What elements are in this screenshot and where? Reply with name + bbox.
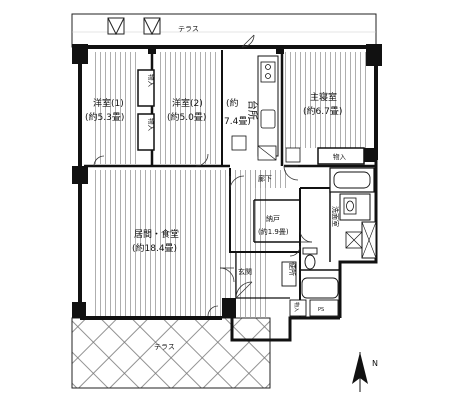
kitchen xyxy=(231,55,279,161)
terrace-top: テラス xyxy=(71,13,377,48)
sink-icon xyxy=(260,109,276,129)
western-room-2-floor xyxy=(156,52,218,164)
washbasin-icon xyxy=(343,197,357,215)
columns xyxy=(72,44,382,318)
toilet-label: 便所 xyxy=(288,262,297,276)
stove-icon xyxy=(260,61,276,83)
fridge-icon xyxy=(257,145,277,161)
pantry-label: 納戸 xyxy=(266,214,280,223)
toilet-room xyxy=(301,247,339,299)
storage-closet-3-label: 物入 xyxy=(333,152,347,161)
washroom xyxy=(339,193,377,259)
storage-closet-3 xyxy=(317,147,365,165)
pipe-space-label: PS xyxy=(318,307,324,313)
master-bedroom-area: (約6.7畳) xyxy=(303,105,342,117)
pantry-area: (約1.9畳) xyxy=(258,227,289,236)
terrace-bottom: テラス xyxy=(71,317,271,389)
north-arrow-icon xyxy=(352,352,368,392)
western-room-1-label: 洋室(1) xyxy=(93,97,124,109)
entrance xyxy=(235,252,339,317)
entrance-label: 玄関 xyxy=(238,267,252,276)
kitchen-area-2: 7.4畳) xyxy=(224,116,251,127)
kitchen-area-1: (約 xyxy=(226,97,239,109)
north-label: N xyxy=(372,359,378,368)
western-room-1-floor xyxy=(92,52,138,164)
storage-closet-2 xyxy=(137,113,155,151)
storage-closet-1 xyxy=(137,69,155,107)
washing-machine-icon xyxy=(345,231,363,249)
hall-label: 廊下 xyxy=(258,174,272,183)
storage-closet-2-label: 物入 xyxy=(147,118,156,132)
storage-closet-1-label: 物入 xyxy=(147,74,156,88)
appliance-icon xyxy=(285,147,301,163)
terrace-bottom-label: テラス xyxy=(154,343,175,351)
living-dining-area: (約18.4畳) xyxy=(132,242,177,254)
western-room-2-label: 洋室(2) xyxy=(172,97,203,109)
appliance-icon xyxy=(231,135,247,151)
skylight-icon xyxy=(143,17,161,36)
terrace-top-label: テラス xyxy=(178,25,199,33)
western-room-2-area: (約5.0畳) xyxy=(167,111,206,123)
master-bedroom-floor xyxy=(284,52,366,148)
closet-small-label: 物入 xyxy=(293,302,300,312)
toilet-icon xyxy=(302,247,318,270)
living-dining-floor xyxy=(92,170,268,318)
western-room-1-area: (約5.3畳) xyxy=(85,111,124,123)
bathtub-icon xyxy=(333,171,371,189)
kitchen-label: 台所 xyxy=(246,100,259,120)
bathroom xyxy=(329,167,375,193)
doors xyxy=(93,34,313,317)
master-bedroom-label: 主寝室 xyxy=(310,91,337,103)
hall-floor xyxy=(254,170,288,188)
washroom-label: 洗面室 xyxy=(331,206,340,227)
skylight-icon xyxy=(107,17,125,36)
pipe-space-icon xyxy=(361,221,377,259)
living-dining-label: 居間・食堂 xyxy=(134,228,179,240)
bathtub-icon xyxy=(301,277,339,299)
